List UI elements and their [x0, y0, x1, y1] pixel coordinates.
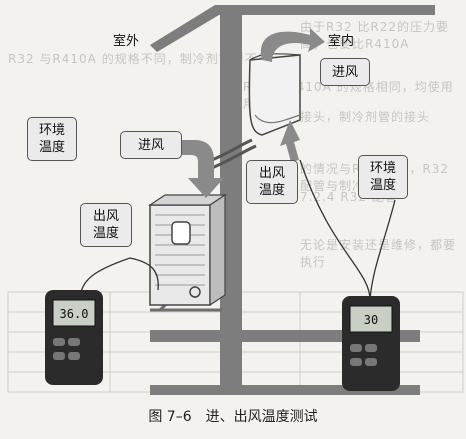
background-text-line: R32 与R410A 的规格不同，制冷剂管要不能: [8, 52, 271, 66]
background-text-line: 接头，制冷剂管的接头: [300, 110, 431, 124]
indoor-label: 室内: [328, 34, 355, 49]
background-text-line: 由于R32 比R22的压力要高，也要比R410A: [300, 20, 450, 51]
thermometer-left: [45, 290, 103, 385]
indoor-outlet-temp-label: 出风 温度: [246, 160, 298, 204]
thermometer-left-display: 36.0: [60, 307, 89, 321]
outdoor-air-in-label: 进风: [120, 131, 182, 159]
thermometer-right: [342, 296, 400, 391]
indoor-unit: [248, 53, 301, 136]
indoor-inlet-arrow: [260, 28, 325, 62]
ambient-temp-left-label: 环境 温度: [27, 117, 77, 161]
thermometer-right-display: 30: [364, 313, 378, 327]
figure-caption: 图 7–6 进、出风温度测试: [148, 409, 318, 425]
outdoor-outlet-temp-label: 出风 温度: [80, 203, 132, 247]
outdoor-unit: [148, 193, 227, 307]
refrigerant-pipe: [211, 138, 257, 170]
outdoor-label: 室外: [113, 34, 140, 49]
ambient-temp-right-label: 环境 温度: [358, 155, 408, 199]
indoor-air-in-label: 进风: [320, 58, 370, 86]
indoor-outlet-arrow: [280, 120, 300, 162]
